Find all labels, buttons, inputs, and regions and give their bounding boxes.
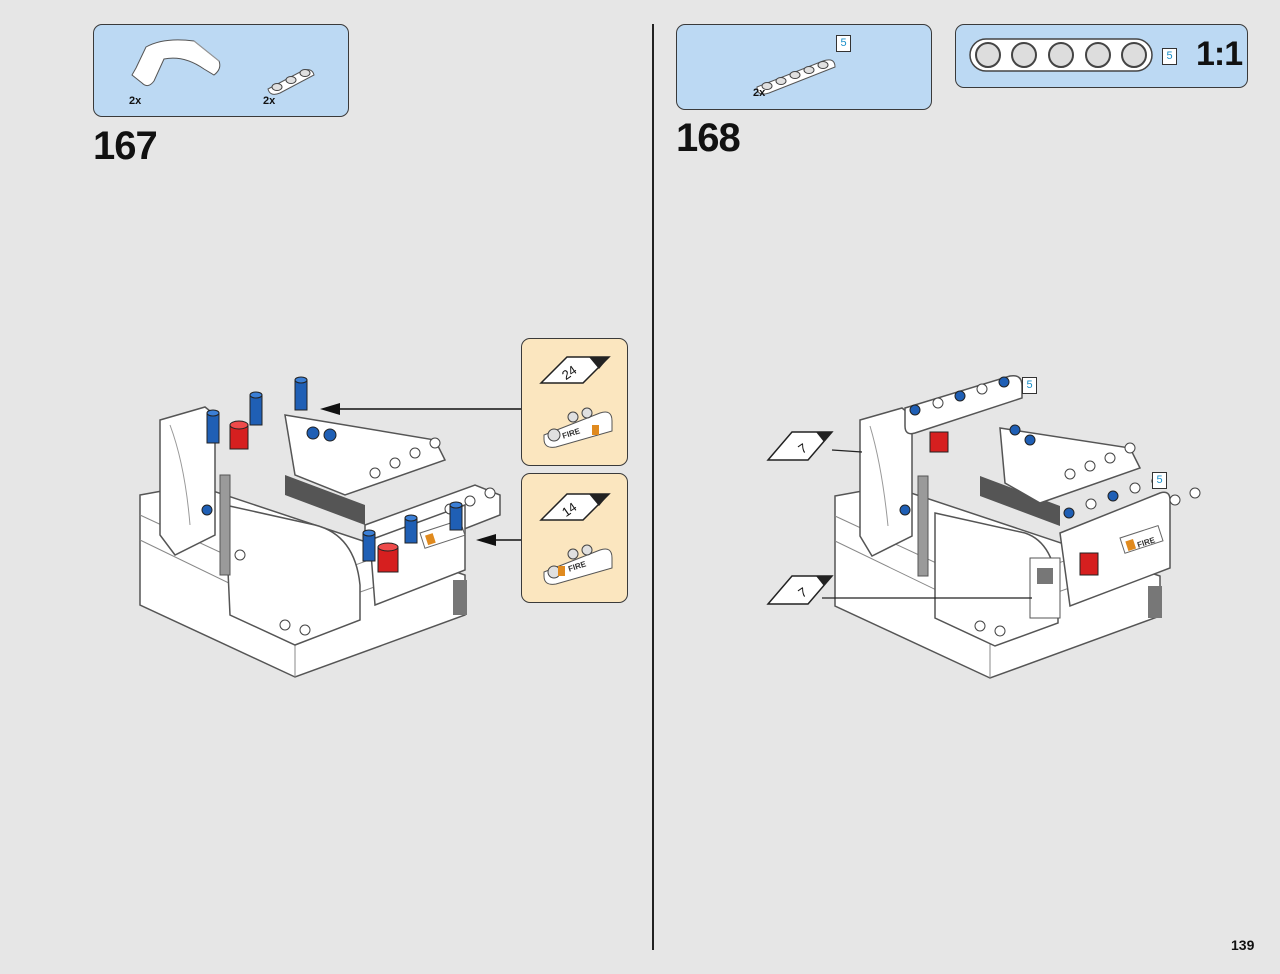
sticker-callout-14: 14 FIRE xyxy=(521,473,628,603)
length-label-front: 5 xyxy=(1152,472,1167,489)
scale-ratio: 1:1 xyxy=(1196,35,1243,73)
liftarm-fire-sticker-icon xyxy=(543,407,613,448)
assembly-arrows xyxy=(320,403,523,546)
scale-box: 5 1:1 xyxy=(955,24,1248,88)
parts-box-step-168: 5 2x xyxy=(676,24,932,110)
length-label-top: 5 xyxy=(1022,377,1037,394)
step-number: 167 xyxy=(93,124,158,168)
part-qty: 2x xyxy=(263,95,276,107)
part-qty: 2x xyxy=(753,87,766,99)
scale-length-label: 5 xyxy=(1162,48,1177,65)
step-168-model xyxy=(834,374,1201,679)
page-number: 139 xyxy=(1231,937,1255,953)
white-liftarm-5-icon xyxy=(756,59,836,95)
white-curved-panel-icon xyxy=(131,39,221,87)
part-length-label: 5 xyxy=(836,35,851,52)
page-divider xyxy=(652,24,654,950)
white-liftarm-3-icon xyxy=(267,69,315,95)
sticker-pointers xyxy=(766,431,1032,605)
sticker-sheet-icon xyxy=(539,356,611,384)
step-167-model xyxy=(139,376,501,678)
sticker-sheet-icon xyxy=(539,493,611,521)
part-qty: 2x xyxy=(129,95,142,107)
parts-box-step-167: 2x 2x xyxy=(93,24,349,117)
step-number: 168 xyxy=(676,116,741,160)
sticker-callout-24: 24 FIRE xyxy=(521,338,628,466)
liftarm-fire-sticker-icon xyxy=(543,544,613,585)
liftarm-5-scale-icon xyxy=(969,38,1153,72)
